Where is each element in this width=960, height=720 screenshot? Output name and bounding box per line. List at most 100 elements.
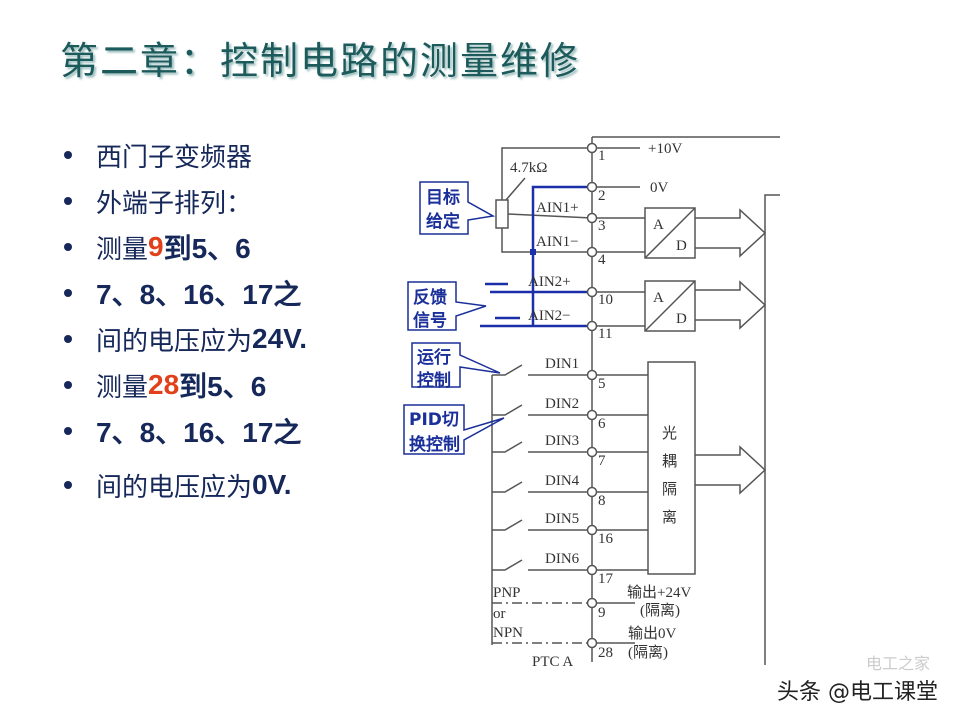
terminal-node bbox=[586, 212, 598, 224]
callout-feedback bbox=[407, 281, 487, 331]
terminal-node bbox=[586, 320, 598, 332]
bullet-text: 7、8、16、17之 bbox=[96, 279, 302, 310]
pnp-label: PNP bbox=[493, 585, 521, 601]
bullet-text: 7、8、16、17之 bbox=[96, 417, 302, 448]
optocoupler-box bbox=[647, 361, 696, 575]
arrow-1 bbox=[695, 208, 767, 258]
ad-label: A bbox=[653, 217, 664, 233]
callout-text: 控制 bbox=[417, 370, 451, 391]
ain-label: AIN2+ bbox=[528, 274, 571, 290]
terminal-node bbox=[586, 409, 598, 421]
bullet-text: 到5、6 bbox=[179, 371, 267, 402]
terminal-number: 6 bbox=[598, 416, 606, 432]
isolation-label: (隔离) bbox=[628, 644, 668, 661]
bullet-text: 外端子排列： bbox=[96, 188, 253, 219]
callout-run bbox=[411, 342, 501, 388]
terminal-node bbox=[586, 286, 598, 298]
ad-label: A bbox=[653, 290, 664, 306]
terminal-node bbox=[586, 142, 598, 154]
opto-label: 离 bbox=[662, 509, 677, 526]
terminal-node bbox=[586, 564, 598, 576]
bullet-text: 西门子变频器 bbox=[96, 142, 253, 173]
output-label: 输出0V bbox=[628, 625, 677, 642]
terminal-number: 16 bbox=[598, 531, 614, 547]
terminal-node bbox=[586, 486, 598, 498]
terminal-number: 2 bbox=[598, 188, 606, 204]
watermark: 头条 @电工课堂 bbox=[777, 680, 938, 705]
bullet-text: 间的电压应为 bbox=[96, 326, 253, 357]
callout-text: 给定 bbox=[426, 211, 460, 232]
terminal-node bbox=[586, 597, 598, 609]
opto-label: 隔 bbox=[662, 481, 677, 498]
terminal-node bbox=[586, 446, 598, 458]
ad-converter-1 bbox=[644, 207, 696, 259]
highlight-number: 28 bbox=[148, 369, 180, 400]
terminal-node bbox=[586, 181, 598, 193]
ad-label: D bbox=[676, 238, 687, 254]
ain-label: AIN2− bbox=[528, 308, 571, 324]
isolation-label: (隔离) bbox=[640, 602, 680, 619]
switch bbox=[492, 364, 523, 376]
terminal-number: 3 bbox=[598, 218, 606, 234]
npn-label: NPN bbox=[493, 625, 523, 641]
callout-target bbox=[419, 181, 496, 235]
bullet-text: 间的电压应为 bbox=[96, 472, 253, 503]
terminal-node bbox=[586, 246, 598, 258]
callout-text: PID切 bbox=[409, 410, 459, 430]
bullet-text: 到5、6 bbox=[163, 233, 251, 264]
slide-title: 第二章：控制电路的测量维修 bbox=[60, 39, 581, 83]
din-label: DIN6 bbox=[545, 551, 580, 567]
or-label: or bbox=[493, 606, 506, 622]
terminal-node bbox=[586, 637, 598, 649]
callout-text: 目标 bbox=[426, 187, 460, 208]
ain-label: AIN1+ bbox=[536, 200, 579, 216]
opto-label: 耦 bbox=[662, 453, 677, 470]
bullet-text: 测量 bbox=[96, 372, 149, 403]
din-label: DIN3 bbox=[545, 433, 579, 449]
voltage-label: +10V bbox=[648, 141, 682, 157]
din-label: DIN4 bbox=[545, 473, 580, 489]
callout-pid bbox=[403, 404, 505, 455]
callout-text: 运行 bbox=[417, 347, 451, 368]
terminal-number: 11 bbox=[598, 326, 612, 342]
callout-text: 换控制 bbox=[409, 434, 460, 455]
bullet-value: 24V. bbox=[252, 323, 308, 354]
opto-label: 光 bbox=[662, 425, 677, 442]
switch bbox=[492, 441, 523, 453]
switch bbox=[492, 481, 523, 493]
ain-label: AIN1− bbox=[536, 234, 579, 250]
bullet-text: 测量 bbox=[96, 234, 149, 265]
arrow-2 bbox=[695, 280, 767, 330]
watermark-faint: 电工之家 bbox=[865, 654, 930, 673]
terminal-number: 4 bbox=[598, 252, 606, 268]
bullet-item: 外端子排列： bbox=[60, 178, 307, 224]
terminal-number: 5 bbox=[598, 376, 606, 392]
highlight-number: 9 bbox=[148, 231, 164, 262]
bullet-item: 西门子变频器 bbox=[60, 132, 307, 178]
terminal-node bbox=[586, 369, 598, 381]
terminal-number: 17 bbox=[598, 571, 614, 587]
callout-text: 信号 bbox=[413, 310, 447, 331]
terminal-number: 28 bbox=[598, 645, 613, 661]
resistor-label: 4.7kΩ bbox=[510, 160, 547, 176]
din-label: DIN1 bbox=[545, 356, 579, 372]
terminal-number: 1 bbox=[598, 148, 606, 164]
output-label: 输出+24V bbox=[627, 584, 691, 601]
bullet-value: 0V. bbox=[252, 469, 292, 500]
callout-text: 反馈 bbox=[413, 287, 447, 308]
voltage-label: 0V bbox=[650, 180, 669, 196]
terminal-number: 7 bbox=[598, 453, 606, 469]
bullet-item: 7、8、16、17之 bbox=[60, 408, 307, 454]
switch bbox=[492, 559, 523, 571]
arrow-3 bbox=[695, 445, 767, 495]
ad-converter-2 bbox=[644, 280, 696, 332]
terminal-node bbox=[586, 524, 598, 536]
ad-label: D bbox=[676, 311, 687, 327]
terminal-number: 10 bbox=[598, 292, 613, 308]
